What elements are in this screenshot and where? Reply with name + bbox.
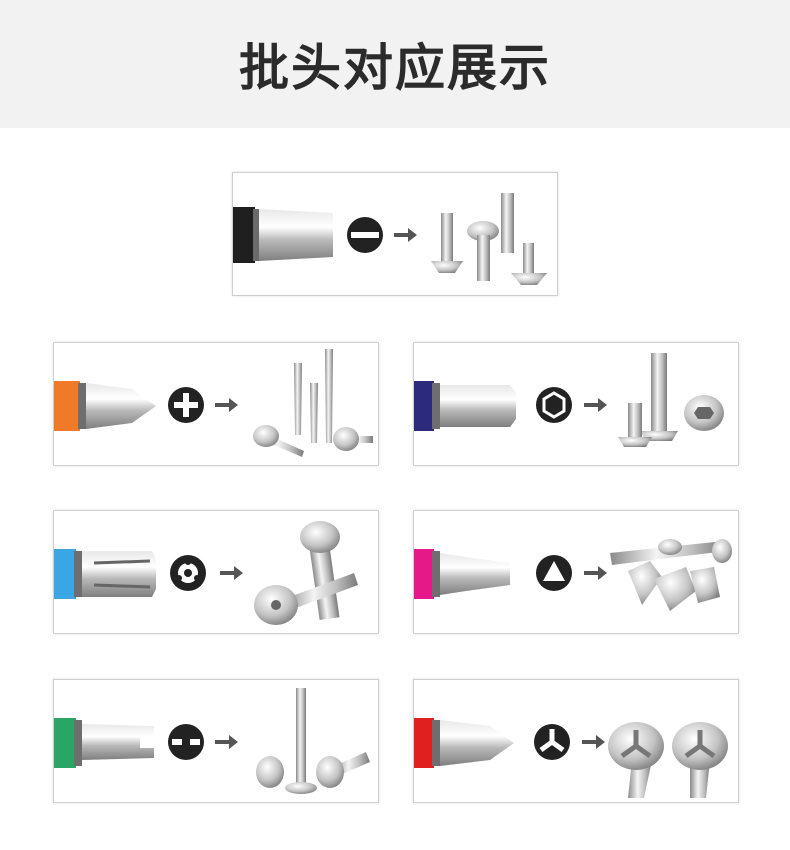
arrow-right-icon bbox=[582, 735, 605, 749]
bit-collar bbox=[414, 549, 434, 599]
phillips-symbol-icon bbox=[168, 387, 204, 423]
triangle-symbol-icon bbox=[536, 555, 572, 591]
bit-collar bbox=[414, 718, 434, 768]
torx-bit-tip bbox=[82, 551, 156, 597]
bit-card-phillips bbox=[53, 342, 379, 466]
slotted-countersunk-screws bbox=[431, 193, 547, 285]
bit-card-triangle bbox=[413, 510, 739, 634]
triangle-bit-tip bbox=[440, 553, 510, 595]
bit-card-hex bbox=[413, 342, 739, 466]
triangle-head-screws bbox=[610, 539, 732, 611]
torx-symbol-icon bbox=[170, 555, 206, 591]
hex-bit-tip bbox=[440, 385, 516, 427]
phillips-self-tapping-screws bbox=[253, 349, 373, 457]
arrow-right-icon bbox=[220, 566, 243, 580]
bit-collar bbox=[54, 381, 80, 431]
spanner-head-screws bbox=[256, 688, 370, 794]
arrow-right-icon bbox=[215, 398, 238, 412]
bit-collar bbox=[233, 207, 255, 263]
bit-collar bbox=[54, 549, 76, 599]
y-type-head-screws bbox=[608, 722, 728, 798]
page-title: 批头对应展示 bbox=[239, 39, 551, 97]
slotted-symbol-icon bbox=[347, 217, 383, 253]
phillips-bit-tip bbox=[86, 383, 156, 429]
bit-card-spanner bbox=[53, 679, 379, 803]
header-banner: 批头对应展示 bbox=[0, 0, 790, 128]
bit-card-y-type bbox=[413, 679, 739, 803]
arrow-right-icon bbox=[584, 398, 607, 412]
torx-button-screws bbox=[254, 521, 358, 625]
bit-collar bbox=[54, 718, 76, 768]
hex-symbol-icon bbox=[536, 387, 572, 423]
y-type-symbol-icon bbox=[534, 724, 570, 760]
arrow-right-icon bbox=[215, 735, 238, 749]
slotted-bit-tip bbox=[259, 209, 333, 261]
bit-card-torx bbox=[53, 510, 379, 634]
spanner-bit-tip bbox=[82, 724, 154, 760]
arrow-right-icon bbox=[584, 566, 607, 580]
hex-socket-screws bbox=[618, 353, 724, 447]
spanner-symbol-icon bbox=[168, 724, 204, 760]
bit-collar bbox=[414, 381, 434, 431]
bit-card-slotted bbox=[232, 172, 558, 296]
arrow-right-icon bbox=[394, 228, 417, 242]
y-type-bit-tip bbox=[440, 720, 514, 766]
